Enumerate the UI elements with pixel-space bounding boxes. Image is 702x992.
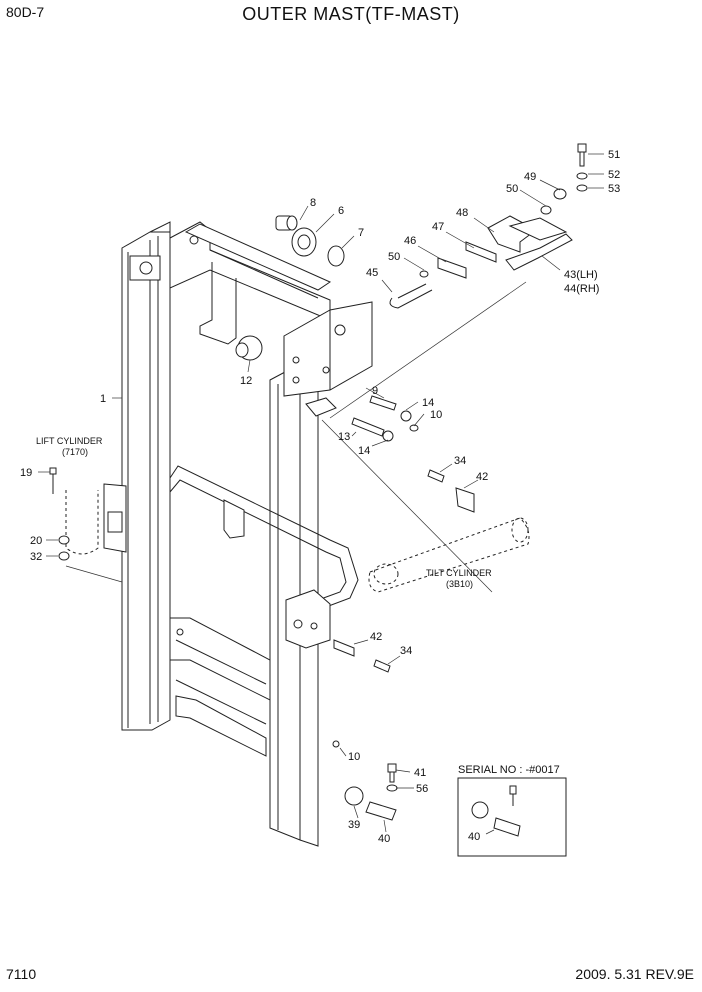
callout-49: 49 xyxy=(524,171,536,183)
callout-20: 20 xyxy=(30,535,42,547)
callout-50-left: 50 xyxy=(388,251,400,263)
model-code: 80D-7 xyxy=(6,4,45,20)
callout-7: 7 xyxy=(358,227,364,239)
callout-53: 53 xyxy=(608,183,620,195)
callout-42-lower: 42 xyxy=(370,631,382,643)
callout-32: 32 xyxy=(30,551,42,563)
callout-10-lower: 10 xyxy=(348,751,360,763)
callout-19: 19 xyxy=(20,467,32,479)
callout-34-lower: 34 xyxy=(400,645,412,657)
callout-51: 51 xyxy=(608,149,620,161)
callout-6: 6 xyxy=(338,205,344,217)
upper-bracket xyxy=(283,301,373,417)
lift-cylinder-ref: (7170) xyxy=(62,447,88,457)
callout-14-upper: 14 xyxy=(422,397,434,409)
callout-56: 56 xyxy=(416,783,428,795)
callout-12: 12 xyxy=(240,375,252,387)
callout-13: 13 xyxy=(338,431,350,443)
lift-cylinder xyxy=(65,490,123,583)
serial-inset xyxy=(457,777,567,857)
callout-10-upper: 10 xyxy=(430,409,442,421)
callout-43: 43(LH) xyxy=(564,269,598,281)
tilt-cylinder-ref: (3B10) xyxy=(446,579,473,589)
tilt-cylinder xyxy=(368,517,530,593)
callout-40: 40 xyxy=(378,833,390,845)
callout-44: 44(RH) xyxy=(564,283,599,295)
callout-labels: 8 6 7 12 1 9 14 10 13 14 45 50 46 47 48 … xyxy=(20,149,620,845)
callout-40-inset: 40 xyxy=(468,831,480,843)
callout-52: 52 xyxy=(608,169,620,181)
middle-crossmember xyxy=(103,465,359,611)
lower-bracket xyxy=(285,589,331,649)
callout-47: 47 xyxy=(432,221,444,233)
callout-50-right: 50 xyxy=(506,183,518,195)
lift-cylinder-label: LIFT CYLINDER xyxy=(36,436,103,446)
right-mast-rail xyxy=(269,345,319,847)
bottom-crossmember xyxy=(169,617,271,757)
revision-date: 2009. 5.31 REV.9E xyxy=(575,966,694,982)
callout-8: 8 xyxy=(310,197,316,209)
callout-1: 1 xyxy=(100,393,106,405)
callout-45: 45 xyxy=(366,267,378,279)
callout-46: 46 xyxy=(404,235,416,247)
callout-41: 41 xyxy=(414,767,426,779)
callout-39: 39 xyxy=(348,819,360,831)
leader-lines xyxy=(38,153,604,835)
left-mast-rail xyxy=(121,221,171,731)
callout-42-upper: 42 xyxy=(476,471,488,483)
callout-48: 48 xyxy=(456,207,468,219)
page-number: 7110 xyxy=(6,966,37,982)
page-title: OUTER MAST(TF-MAST) xyxy=(242,4,460,24)
callout-9: 9 xyxy=(372,385,378,397)
parts xyxy=(49,143,588,821)
callout-14-lower: 14 xyxy=(358,445,370,457)
top-crossmember xyxy=(169,221,332,345)
serial-note: SERIAL NO : -#0017 xyxy=(458,764,560,776)
tilt-cylinder-label: TILT CYLINDER xyxy=(426,568,492,578)
callout-34-upper: 34 xyxy=(454,455,466,467)
